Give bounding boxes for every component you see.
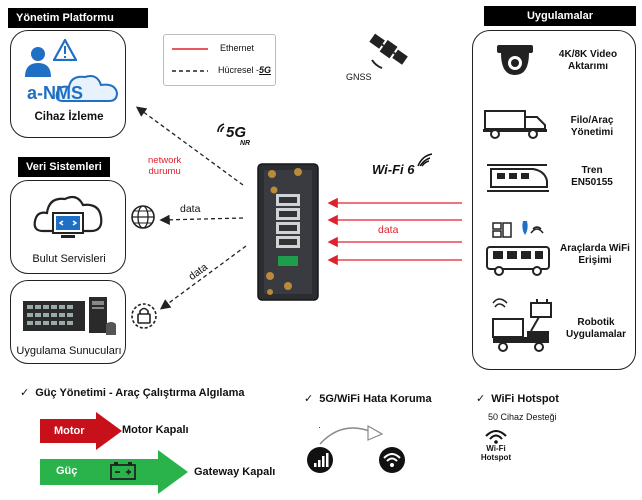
network-status-line2: durumu <box>148 166 181 177</box>
power-arrow <box>40 450 188 494</box>
app-label-robotic: Robotik Uygulamalar <box>565 317 627 340</box>
camera-icon <box>497 45 533 75</box>
power-management-title: ✓ Güç Yönetimi - Araç Çalıştırma Algılama <box>20 386 245 399</box>
bus-icon <box>486 221 550 276</box>
5g-signal-icon <box>217 123 225 133</box>
satellite-icon <box>369 33 408 69</box>
failover-title: ✓ 5G/WiFi Hata Koruma <box>304 392 432 405</box>
failover-arc: · <box>318 422 384 445</box>
cloud-icon <box>33 195 103 238</box>
legend-ethernet: Ethernet <box>220 43 255 53</box>
cloud-outline-icon <box>55 75 119 102</box>
nms-logo-text: a-NMS <box>27 83 84 103</box>
data-label-1: data <box>180 203 201 215</box>
applications-header: Uygulamalar <box>484 6 636 26</box>
legend: Ethernet Hücresel -5G <box>163 34 276 86</box>
management-platform-header: Yönetim Platformu <box>8 8 148 28</box>
globe-icon <box>131 205 155 229</box>
app-label-video: 4K/8K Video Aktarımı <box>558 49 618 72</box>
wifi6-logo-text: Wi-Fi 6 <box>372 162 415 177</box>
app-label-train: Tren EN50155 <box>571 165 613 188</box>
legend-ethernet-line <box>172 48 208 50</box>
hotspot-check-icon: ✓ <box>476 393 486 405</box>
nms-panel: a-NMS Cihaz İzleme <box>10 30 126 138</box>
hotspot-wifi-icon <box>485 430 507 444</box>
server-panel: Uygulama Sunucuları <box>10 280 126 364</box>
failover-title-text: 5G/WiFi Hata Koruma <box>319 393 432 405</box>
applications-panel: 4K/8K Video Aktarımı Filo/Araç Yönetimi … <box>472 30 636 370</box>
gnss-label: GNSS <box>346 72 372 82</box>
legend-cellular-line <box>172 70 208 72</box>
wifi6-signal-icon <box>417 153 433 167</box>
motor-arrow-label: Motor <box>54 425 85 437</box>
lock-icon <box>131 303 157 329</box>
hotspot-icon-text: Wi-Fi Hotspot <box>480 444 512 462</box>
data-systems-header: Veri Sistemleri <box>18 157 110 177</box>
svg-text:·: · <box>318 422 321 432</box>
warning-icon <box>53 39 77 61</box>
hotspot-title-text: WiFi Hotspot <box>491 393 559 405</box>
truck-icon <box>483 110 547 139</box>
5g-logo-main: 5G <box>226 124 247 141</box>
wifi-icon <box>379 447 405 473</box>
hotspot-subtitle: 50 Cihaz Desteği <box>488 412 557 422</box>
app-label-fleet: Filo/Araç Yönetimi <box>570 115 614 138</box>
router-device <box>257 163 319 301</box>
signal-icon <box>307 447 333 473</box>
network-status-line1: network <box>148 155 182 166</box>
power-check-icon: ✓ <box>20 387 30 399</box>
failover-check-icon: ✓ <box>304 393 314 405</box>
motor-arrow <box>40 412 122 450</box>
motor-result: Motor Kapalı <box>122 424 189 436</box>
legend-cellular: Hücresel -5G <box>218 65 271 75</box>
5g-logo: 5G NR <box>216 122 256 150</box>
hotspot-title: ✓ WiFi Hotspot <box>476 392 559 405</box>
legend-cellular-prefix: Hücresel - <box>218 65 260 75</box>
server-caption: Uygulama Sunucuları <box>16 345 122 357</box>
network-status-label: network durumu <box>148 155 181 177</box>
server-icon <box>23 297 116 335</box>
cloud-panel: Bulut Servisleri <box>10 180 126 274</box>
app-label-vehicle-wifi: Araçlarda WiFi Erişimi <box>560 243 630 266</box>
wifi6-logo: Wi-Fi 6 <box>372 152 438 184</box>
cloud-caption: Bulut Servisleri <box>32 253 106 265</box>
5g-logo-sub: NR <box>240 140 251 147</box>
power-title-text: Güç Yönetimi - Araç Çalıştırma Algılama <box>35 387 245 399</box>
user-icon <box>25 47 51 77</box>
nms-caption: Cihaz İzleme <box>34 111 104 123</box>
battery-icon <box>110 462 136 480</box>
power-arrow-label: Güç <box>56 465 78 477</box>
train-icon <box>487 164 549 192</box>
legend-cellular-5g: 5G <box>259 65 272 75</box>
robot-icon <box>492 298 552 352</box>
power-result: Gateway Kapalı <box>194 466 276 478</box>
data-label-right: data <box>378 224 399 236</box>
